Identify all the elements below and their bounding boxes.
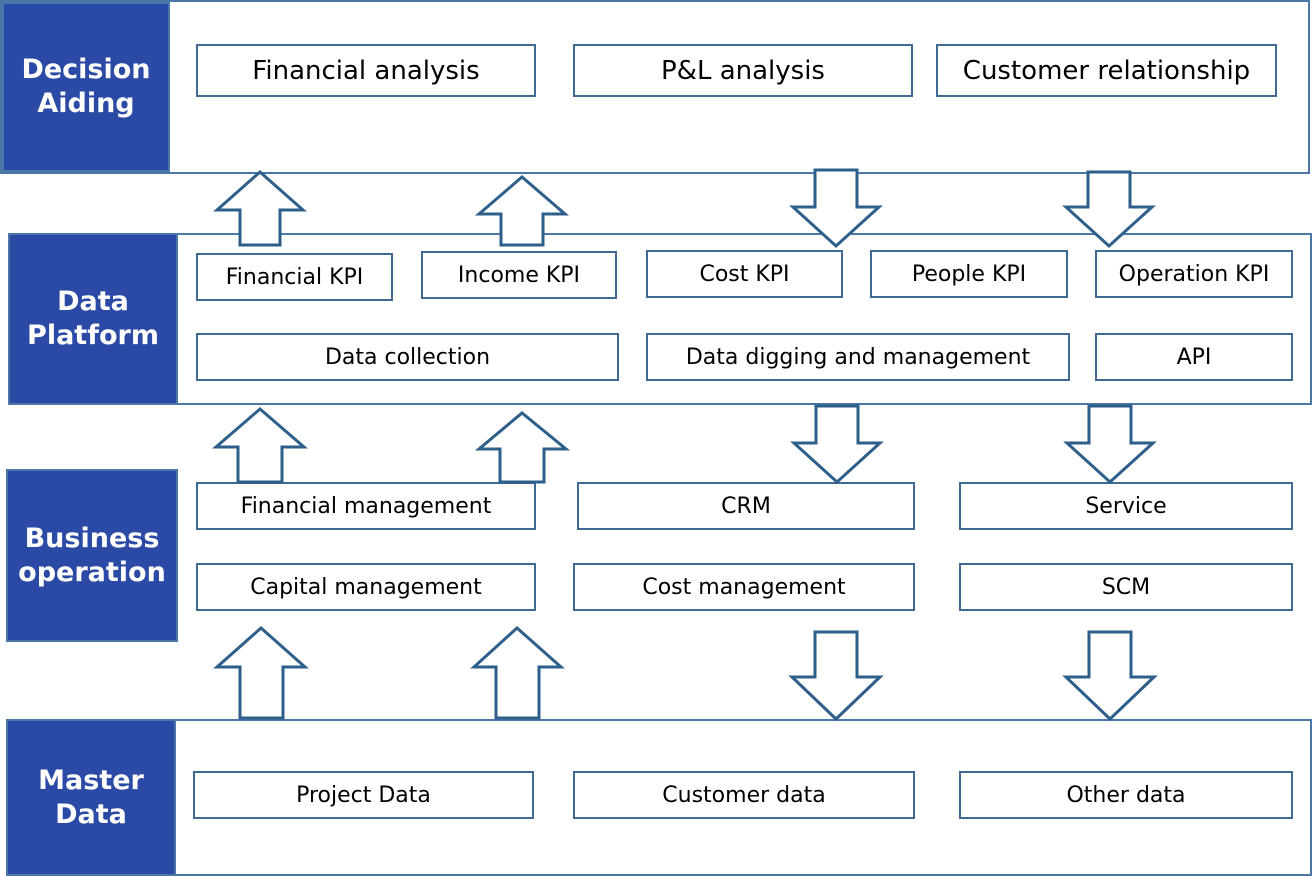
operation-kpi-box: Operation KPI bbox=[1095, 250, 1293, 298]
data-digging-box: Data digging and management bbox=[646, 333, 1070, 381]
decision-aiding-label: Decision Aiding bbox=[2, 2, 170, 172]
up-arrow-icon bbox=[211, 407, 309, 484]
service-box: Service bbox=[959, 482, 1293, 530]
down-arrow-icon bbox=[788, 630, 884, 722]
cost-kpi-box: Cost KPI bbox=[646, 250, 843, 298]
financial-management-box: Financial management bbox=[196, 482, 536, 530]
scm-box: SCM bbox=[959, 563, 1293, 611]
down-arrow-icon bbox=[1063, 404, 1157, 485]
cost-management-box: Cost management bbox=[573, 563, 915, 611]
financial-kpi-box: Financial KPI bbox=[196, 253, 393, 301]
customer-data-box: Customer data bbox=[573, 771, 915, 819]
data-collection-box: Data collection bbox=[196, 333, 619, 381]
business-operation-label: Business operation bbox=[6, 469, 178, 642]
up-arrow-icon bbox=[213, 625, 309, 720]
financial-analysis-box: Financial analysis bbox=[196, 44, 536, 97]
data-platform-label: Data Platform bbox=[8, 233, 178, 405]
project-data-box: Project Data bbox=[193, 771, 534, 819]
income-kpi-box: Income KPI bbox=[421, 251, 617, 299]
down-arrow-icon bbox=[1062, 630, 1158, 722]
people-kpi-box: People KPI bbox=[870, 250, 1068, 298]
crm-box: CRM bbox=[577, 482, 915, 530]
other-data-box: Other data bbox=[959, 771, 1293, 819]
down-arrow-icon bbox=[790, 404, 884, 485]
up-arrow-icon bbox=[470, 625, 565, 720]
pl-analysis-box: P&L analysis bbox=[573, 44, 913, 97]
up-arrow-icon bbox=[474, 411, 571, 484]
customer-relationship-box: Customer relationship bbox=[936, 44, 1277, 97]
api-box: API bbox=[1095, 333, 1293, 381]
master-data-label: Master Data bbox=[6, 719, 176, 876]
capital-management-box: Capital management bbox=[196, 563, 536, 611]
